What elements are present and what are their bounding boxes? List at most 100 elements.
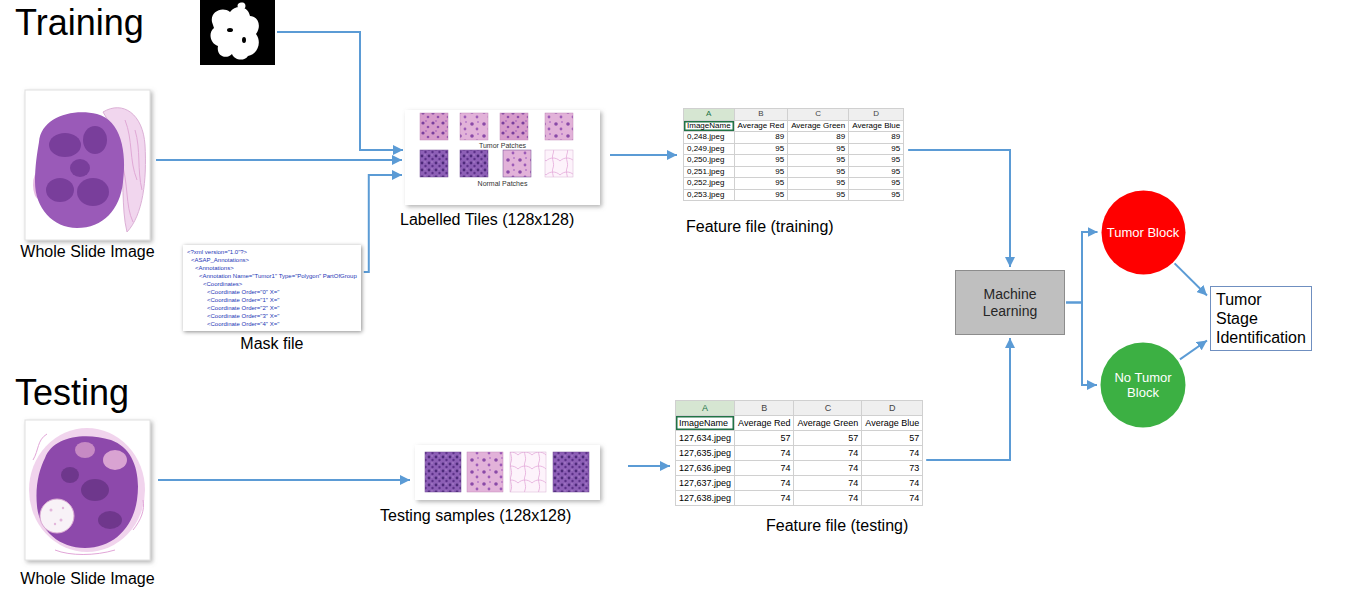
tumor-tile — [500, 113, 528, 140]
table-cell: C — [788, 109, 849, 121]
mask-picture — [200, 0, 275, 65]
patch-label: Tumor Patches — [405, 141, 600, 150]
patch-label: Normal Patches — [405, 179, 600, 188]
flow-arrow — [908, 150, 1010, 267]
slide-image: Whole Slide Image — [25, 420, 150, 560]
table-cell: A — [676, 401, 735, 416]
sample-tile — [553, 452, 589, 492]
tissue-fibre — [33, 434, 144, 555]
tissue-mass — [35, 112, 124, 228]
table-cell: 95 — [849, 144, 904, 156]
table-cell: 127,636.jpeg — [676, 461, 735, 476]
tile-panel: Testing samples (128x128) — [415, 445, 600, 500]
table-cell: 74 — [735, 461, 794, 476]
table-cell: B — [735, 109, 789, 121]
panel-frame — [415, 445, 600, 500]
table-cell: Average Blue — [862, 416, 923, 431]
slide-frame — [25, 90, 150, 240]
tile-panel: Labelled Tiles (128x128)Tumor PatchesNor… — [405, 110, 600, 205]
caption: Feature file (testing) — [766, 516, 908, 535]
mask-file: Mask file<?xml version="1.0"?><ASAP_Anno… — [183, 245, 361, 331]
tissue-lobes — [46, 126, 109, 206]
tissue-mass — [36, 436, 138, 548]
table-cell: 89 — [735, 132, 789, 144]
table-cell: 74 — [735, 476, 794, 491]
table-cell: 95 — [788, 178, 849, 190]
node-label: No Tumor Block — [1111, 370, 1175, 400]
table-cell: 0,252.jpeg — [684, 178, 735, 190]
caption: Mask file — [240, 334, 303, 353]
table-cell: 0,251.jpeg — [684, 167, 735, 179]
process-box: Machine Learning — [955, 270, 1065, 335]
table-cell: 57 — [794, 431, 862, 446]
code-line: <Coordinate Order="0" X=" — [187, 288, 357, 296]
table-cell: 0,249.jpeg — [684, 144, 735, 156]
code-line: <Coordinate Order="3" X=" — [187, 312, 357, 320]
table-cell: 95 — [735, 155, 789, 167]
table-cell: Average Green — [794, 416, 862, 431]
table-cell: 73 — [862, 461, 923, 476]
flow-arrow — [610, 154, 677, 156]
flow-arrow — [1180, 341, 1207, 360]
node-label: Tumor Block — [1107, 225, 1179, 240]
tumor-tile — [545, 113, 573, 140]
table-cell: B — [735, 401, 794, 416]
table-cell: D — [849, 109, 904, 121]
table-cell: ImageName — [676, 416, 735, 431]
table-cell: 74 — [794, 491, 862, 506]
section-heading: Training — [15, 2, 144, 44]
normal-tile — [503, 150, 531, 177]
table-cell: Average Red — [735, 416, 794, 431]
table-cell: 0,253.jpeg — [684, 190, 735, 202]
code-line: <?xml version="1.0"?> — [187, 248, 357, 256]
mask-hole — [242, 37, 246, 43]
code-line: <ASAP_Annotations> — [187, 256, 357, 264]
fat-region — [40, 499, 74, 533]
code-line: <Annotation Name="Tumor1" Type="Polygon"… — [187, 272, 357, 280]
tile-panel-picture — [415, 445, 600, 500]
table-cell: 127,638.jpeg — [676, 491, 735, 506]
table-cell: 57 — [735, 431, 794, 446]
table-cell: 95 — [849, 178, 904, 190]
code-line: <Coordinate Order="1" X=" — [187, 296, 357, 304]
tile-panel-picture — [405, 110, 600, 205]
flow-arrow — [1066, 232, 1098, 303]
table-cell: 74 — [794, 461, 862, 476]
table-cell: 127,635.jpeg — [676, 446, 735, 461]
caption: Whole Slide Image — [20, 569, 154, 588]
result-circle: Tumor Block — [1101, 190, 1186, 275]
feature-table: Feature file (testing)ABCDImageNameAvera… — [675, 400, 923, 506]
flow-arrow — [926, 338, 1010, 460]
table-cell: C — [794, 401, 862, 416]
table-cell: 127,637.jpeg — [676, 476, 735, 491]
normal-tile — [460, 150, 488, 177]
slide-frame — [25, 420, 150, 560]
circle-fill — [1101, 343, 1186, 428]
table-cell: Average Blue — [849, 121, 904, 133]
circle-fill — [1101, 190, 1185, 274]
node-label: Machine Learning — [962, 286, 1058, 320]
table-cell: 74 — [735, 491, 794, 506]
table-cell: 74 — [862, 446, 923, 461]
table-cell: 95 — [788, 155, 849, 167]
table-cell: 74 — [862, 476, 923, 491]
slide-image: Whole Slide Image — [25, 90, 150, 240]
flow-arrow — [156, 159, 402, 161]
tissue-lobe — [75, 442, 95, 458]
table-cell: 74 — [862, 491, 923, 506]
feature-table: Feature file (training)ABCDImageNameAver… — [683, 108, 904, 201]
connector-group — [156, 150, 1207, 480]
table-cell: 74 — [735, 446, 794, 461]
table-cell: 0,250.jpeg — [684, 155, 735, 167]
caption: Feature file (training) — [686, 217, 834, 236]
table-cell: 74 — [794, 476, 862, 491]
table-cell: 95 — [735, 190, 789, 202]
fat-dots — [50, 507, 65, 525]
table-cell: Average Green — [788, 121, 849, 133]
table-cell: ImageName — [684, 121, 735, 133]
normal-tile — [545, 150, 573, 177]
sample-tile — [425, 452, 461, 492]
flow-arrow — [628, 465, 670, 467]
tumor-tile — [420, 113, 448, 140]
sample-tile — [510, 452, 546, 492]
